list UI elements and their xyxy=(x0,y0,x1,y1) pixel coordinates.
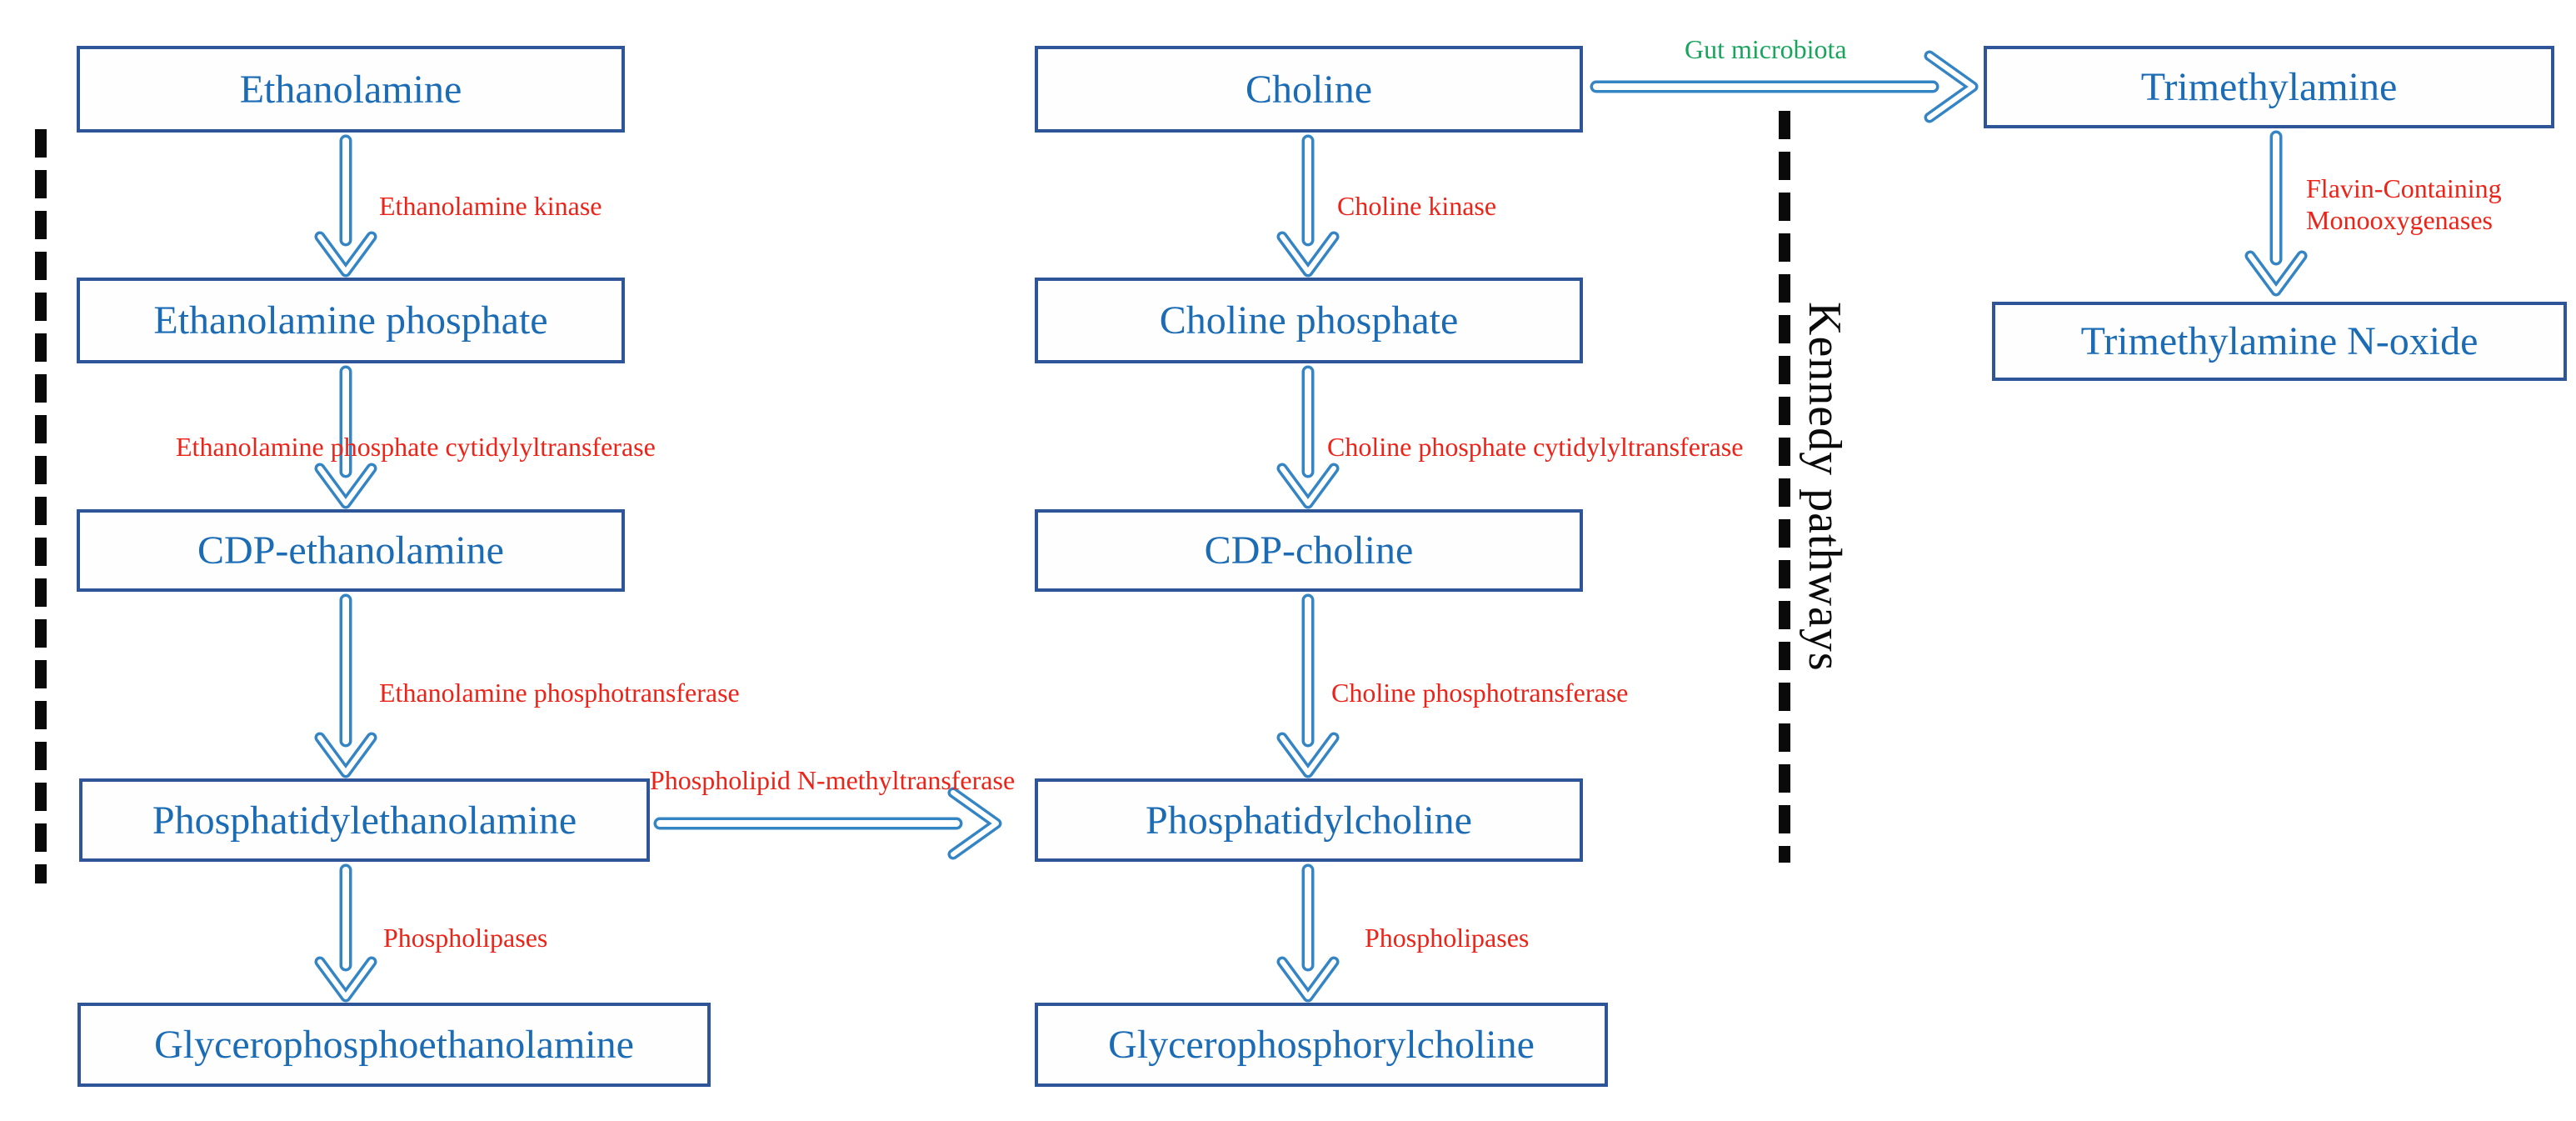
node-glycerophosphorylcholine: Glycerophosphorylcholine xyxy=(1035,1003,1608,1087)
enzyme-label-phospholipases-middle: Phospholipases xyxy=(1365,923,1530,953)
enzyme-label-ethanolamine-phosphate-cytidylyltransferase: Ethanolamine phosphate cytidylyltransfer… xyxy=(176,432,656,462)
node-phosphatidylcholine: Phosphatidylcholine xyxy=(1035,778,1583,862)
node-trimethylamine: Trimethylamine xyxy=(1984,46,2554,128)
node-label: Glycerophosphoethanolamine xyxy=(154,1023,634,1067)
arrow-ethanolamine-phosphate-to-cdp-ethanolamine xyxy=(314,365,377,509)
node-label: Ethanolamine phosphate xyxy=(153,298,548,343)
node-glycerophosphoethanolamine: Glycerophosphoethanolamine xyxy=(77,1003,711,1087)
node-choline-phosphate: Choline phosphate xyxy=(1035,278,1583,363)
node-label: Choline phosphate xyxy=(1159,298,1459,343)
arrow-phosphatidylcholine-to-glycerophosphorylcholine xyxy=(1276,863,1340,1003)
node-ethanolamine: Ethanolamine xyxy=(77,46,625,133)
enzyme-label-choline-phosphotransferase: Choline phosphotransferase xyxy=(1331,678,1629,708)
node-cdp-ethanolamine: CDP-ethanolamine xyxy=(77,509,625,592)
node-label: Phosphatidylcholine xyxy=(1146,798,1472,843)
kennedy-pathways-side-label: Kennedy pathways xyxy=(1799,302,1850,672)
enzyme-label-line-2: Monooxygenases xyxy=(2306,205,2493,235)
enzyme-label-choline-phosphate-cytidylyltransferase: Choline phosphate cytidylyltransferase xyxy=(1327,432,1744,462)
node-label: CDP-ethanolamine xyxy=(197,528,504,573)
enzyme-label-phospholipid-n-methyltransferase: Phospholipid N-methyltransferase xyxy=(650,765,1016,795)
node-label: Trimethylamine N-oxide xyxy=(2080,319,2479,363)
enzyme-label-choline-kinase: Choline kinase xyxy=(1337,191,1497,221)
arrow-cdp-ethanolamine-to-phosphatidylethanolamine xyxy=(314,593,377,778)
node-ethanolamine-phosphate: Ethanolamine phosphate xyxy=(77,278,625,363)
arrow-phosphatidylethanolamine-to-phosphatidylcholine xyxy=(653,787,1002,860)
gut-microbiota-label: Gut microbiota xyxy=(1685,34,1847,64)
node-phosphatidylethanolamine: Phosphatidylethanolamine xyxy=(79,778,650,862)
enzyme-label-ethanolamine-kinase: Ethanolamine kinase xyxy=(379,191,602,221)
enzyme-label-phospholipases-left: Phospholipases xyxy=(383,923,548,953)
arrow-cdp-choline-to-phosphatidylcholine xyxy=(1276,593,1340,778)
arrow-ethanolamine-to-ethanolamine-phosphate xyxy=(314,134,377,278)
enzyme-label-ethanolamine-phosphotransferase: Ethanolamine phosphotransferase xyxy=(379,678,740,708)
arrow-phosphatidylethanolamine-to-glycerophosphoethanolamine xyxy=(314,863,377,1003)
enzyme-label-line-1: Flavin-Containing xyxy=(2306,173,2502,203)
node-cdp-choline: CDP-choline xyxy=(1035,509,1583,592)
node-trimethylamine-n-oxide: Trimethylamine N-oxide xyxy=(1992,302,2567,381)
node-label: Ethanolamine xyxy=(239,67,462,112)
arrow-trimethylamine-to-trimethylamine-n-oxide xyxy=(2244,130,2308,297)
node-label: Choline xyxy=(1246,67,1372,112)
node-label: Phosphatidylethanolamine xyxy=(152,798,577,843)
enzyme-label-flavin-containing-monooxygenases: Flavin-Containing Monooxygenases xyxy=(2306,173,2502,236)
node-label: CDP-choline xyxy=(1204,528,1414,573)
arrow-choline-phosphate-to-cdp-choline xyxy=(1276,365,1340,509)
arrow-choline-to-choline-phosphate xyxy=(1276,134,1340,278)
node-label: Glycerophosphorylcholine xyxy=(1108,1023,1535,1067)
node-label: Trimethylamine xyxy=(2140,65,2398,109)
node-choline: Choline xyxy=(1035,46,1583,133)
arrow-choline-to-trimethylamine xyxy=(1590,50,1979,123)
